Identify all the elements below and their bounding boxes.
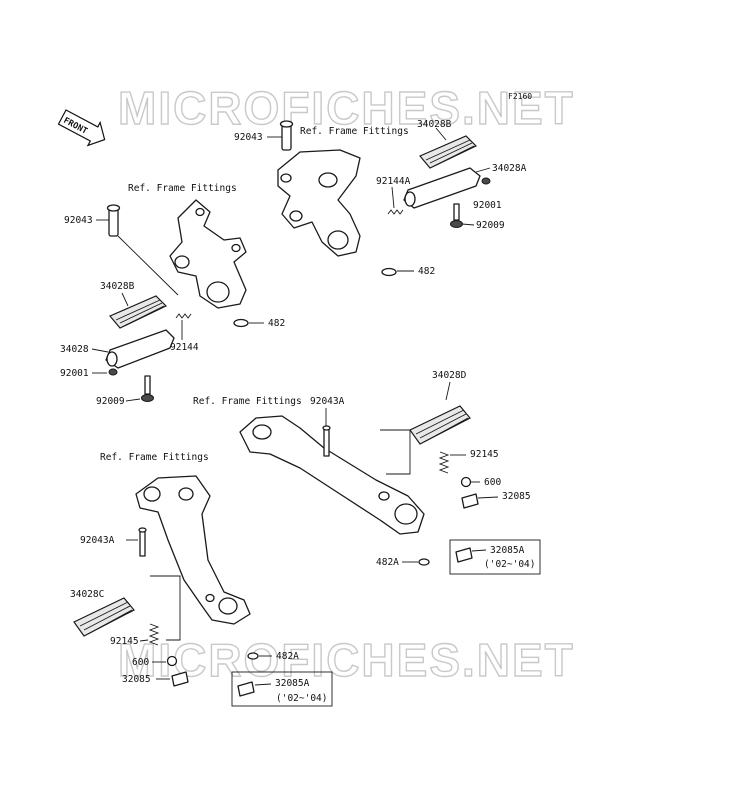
label-92145-middle: 92145 <box>470 449 499 460</box>
footpeg-34028A <box>403 167 481 209</box>
label-years-middle: ('02~'04) <box>484 559 535 570</box>
switch-32085A-bottom <box>237 681 255 697</box>
switch-32085A-middle <box>455 547 473 563</box>
pin-92043-top-left <box>106 204 121 237</box>
bolt-92009-top-left <box>141 375 154 402</box>
label-600-middle: 600 <box>484 477 501 488</box>
spring-92144 <box>175 313 192 319</box>
label-34028A: 34028A <box>492 163 527 174</box>
bracket-top-right <box>277 149 361 257</box>
label-ref-frame-middle: Ref. Frame Fittings <box>193 396 302 407</box>
label-32085-bottom: 32085 <box>122 674 151 685</box>
pin-92043A-middle <box>322 425 331 457</box>
label-ref-frame-top-right: Ref. Frame Fittings <box>300 126 409 137</box>
label-92043-top-left: 92043 <box>64 215 93 226</box>
spring-92145-bottom <box>148 623 160 646</box>
bracket-bottom-left <box>135 475 251 625</box>
label-482A-bottom: 482A <box>276 651 299 662</box>
label-32085A-bottom: 32085A <box>275 678 310 689</box>
label-92001-top-right: 92001 <box>473 200 502 211</box>
bolt-92009-top-right <box>450 203 463 228</box>
clip-482A-middle <box>418 558 430 566</box>
watermark-bottom: MICROFICHES.NET <box>118 634 575 686</box>
label-482-top-left: 482 <box>268 318 285 329</box>
label-34028D: 34028D <box>432 370 467 381</box>
label-32085A-middle: 32085A <box>490 545 525 556</box>
label-92144A: 92144A <box>376 176 411 187</box>
label-ref-frame-bottom-left: Ref. Frame Fittings <box>100 452 209 463</box>
clip-482A-bottom <box>247 652 259 660</box>
label-92009-top-left: 92009 <box>96 396 125 407</box>
label-92001-top-left: 92001 <box>60 368 89 379</box>
bracket-right-middle <box>239 415 425 535</box>
variant-box-bottom <box>231 671 333 707</box>
label-34028B-top-right: 34028B <box>417 119 452 130</box>
figure-code: F2160 <box>508 92 532 101</box>
label-34028: 34028 <box>60 344 89 355</box>
clip-482-top-left <box>233 318 249 328</box>
label-92043-top-right: 92043 <box>234 132 263 143</box>
switch-32085-middle <box>461 493 479 509</box>
watermark-top: MICROFICHES.NET <box>118 82 575 134</box>
washer-600-bottom <box>166 655 178 667</box>
label-92043A-middle: 92043A <box>310 396 345 407</box>
footpeg-rubber-34028B-top-right <box>419 135 478 169</box>
bracket-top-left <box>169 199 247 309</box>
label-ref-frame-top-left: Ref. Frame Fittings <box>128 183 237 194</box>
spring-92144A <box>387 209 404 215</box>
label-34028B-top-left: 34028B <box>100 281 135 292</box>
label-years-bottom: ('02~'04) <box>276 693 327 704</box>
switch-32085-bottom <box>171 671 189 687</box>
label-600-bottom: 600 <box>132 657 149 668</box>
label-34028C: 34028C <box>70 589 104 600</box>
front-arrow-icon: FRONT <box>57 109 106 147</box>
washer-600-middle <box>460 476 472 488</box>
label-92009-top-right: 92009 <box>476 220 505 231</box>
pin-92043A-bottom <box>138 527 147 557</box>
spring-92145-middle <box>438 451 450 474</box>
bolt-92001-top-right <box>481 177 491 185</box>
footpeg-34028C <box>73 597 135 637</box>
label-92144: 92144 <box>170 342 199 353</box>
label-32085-middle: 32085 <box>502 491 531 502</box>
bolt-92001-top-left <box>108 368 118 376</box>
pin-92043-top-right <box>279 120 294 151</box>
label-482-top-right: 482 <box>418 266 435 277</box>
variant-box-middle <box>449 539 541 575</box>
clip-482-top-right <box>381 267 397 277</box>
label-92043A-bottom: 92043A <box>80 535 115 546</box>
footpeg-34028D <box>409 405 471 445</box>
footpeg-rubber-34028B-top-left <box>109 295 168 329</box>
label-92145-bottom: 92145 <box>110 636 139 647</box>
label-482A-middle: 482A <box>376 557 399 568</box>
footpeg-34028 <box>105 329 175 369</box>
